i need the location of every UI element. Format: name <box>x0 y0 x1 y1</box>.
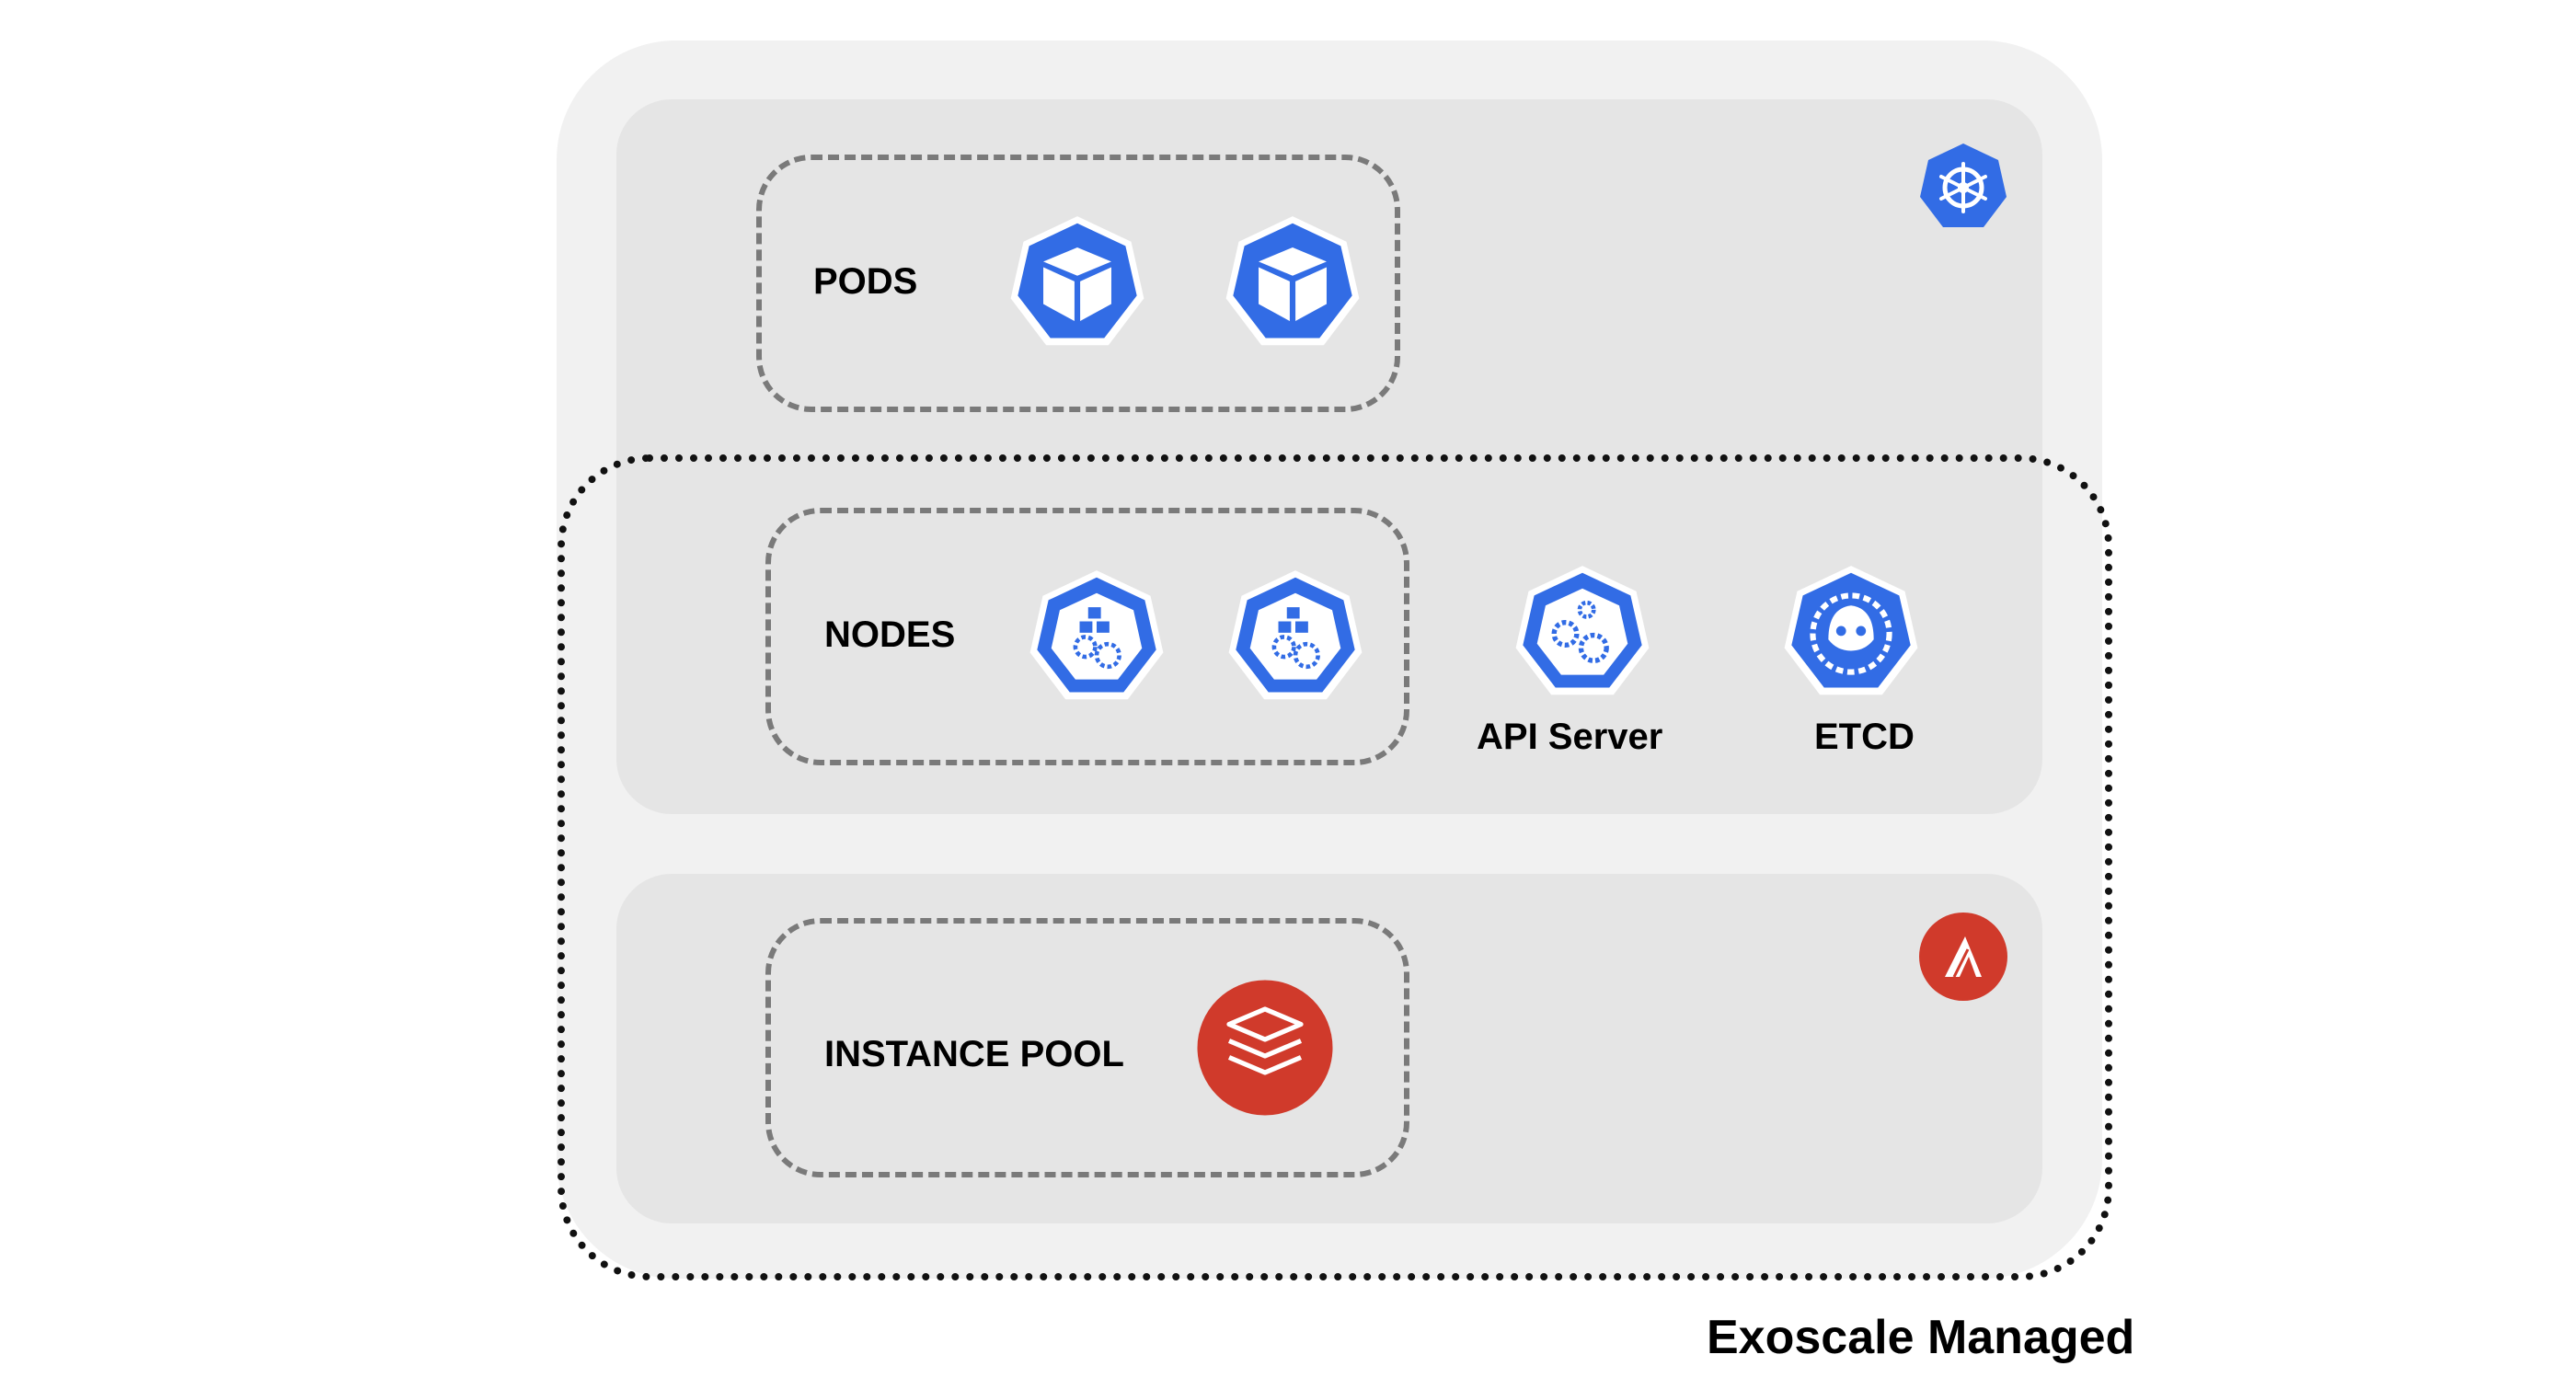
instance-pool-group <box>765 918 1409 1177</box>
exoscale-managed-boundary <box>558 454 2112 1280</box>
nodes-label: NODES <box>824 614 956 655</box>
etcd-icon <box>1784 566 1918 695</box>
node-icon <box>1228 570 1363 700</box>
exoscale-managed-label: Exoscale Managed <box>1707 1311 2135 1364</box>
pods-group <box>756 155 1400 412</box>
api-server-icon <box>1515 566 1650 695</box>
kubernetes-helm-icon <box>1920 143 2007 227</box>
pod-icon <box>1225 216 1360 346</box>
pod-icon <box>1010 216 1144 346</box>
exoscale-logo-icon <box>1919 913 2007 1001</box>
instance-pool-label: INSTANCE POOL <box>824 1034 1124 1074</box>
node-icon <box>1029 570 1164 700</box>
nodes-group <box>765 508 1409 765</box>
instance-pool-icon <box>1197 980 1333 1116</box>
etcd-label: ETCD <box>1814 717 1915 757</box>
api-server-label: API Server <box>1477 717 1663 757</box>
pods-label: PODS <box>813 261 918 302</box>
